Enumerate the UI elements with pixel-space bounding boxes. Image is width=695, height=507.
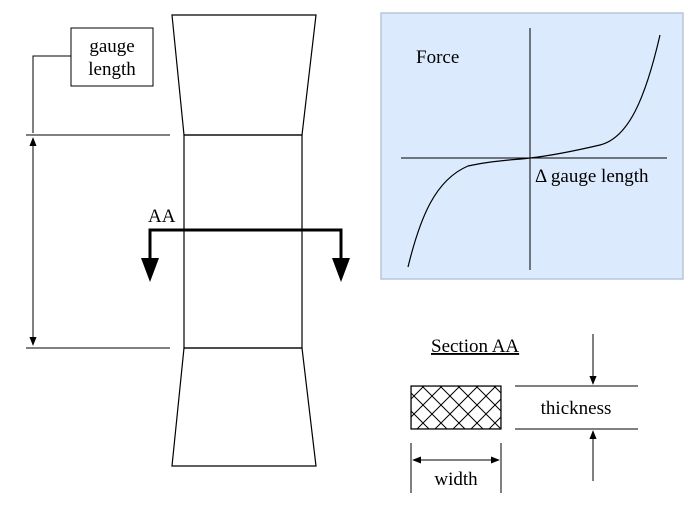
section-cut-path [148,228,343,278]
force-graph: Force Δ gauge length [380,12,684,280]
section-left-arrowhead [141,258,159,282]
specimen [171,14,317,467]
section-aa: Section AA thickness width [410,334,638,493]
width-label: width [434,469,478,490]
section-right-arrowhead [332,258,350,282]
specimen-top-grip [171,14,317,136]
gauge-label-line1: gauge [89,36,134,57]
thickness-label: thickness [541,398,612,419]
gauge-label-leader [32,55,71,133]
section-marker-label: AA [148,206,176,227]
gauge-length-dimension: gauge length [26,27,170,349]
section-title: Section AA [431,336,519,357]
gauge-label-box [70,27,154,87]
specimen-gauge-section [183,134,303,349]
cross-section-hatched [411,386,501,429]
gauge-label-line2: length [88,59,136,80]
specimen-bottom-grip [171,347,317,467]
cross-section-outline [410,385,502,430]
section-cut-line: AA [141,206,350,282]
graph-x-label: Δ gauge length [535,166,649,187]
graph-y-label: Force [416,47,459,68]
force-curve [407,34,661,268]
graph-panel [380,12,684,280]
